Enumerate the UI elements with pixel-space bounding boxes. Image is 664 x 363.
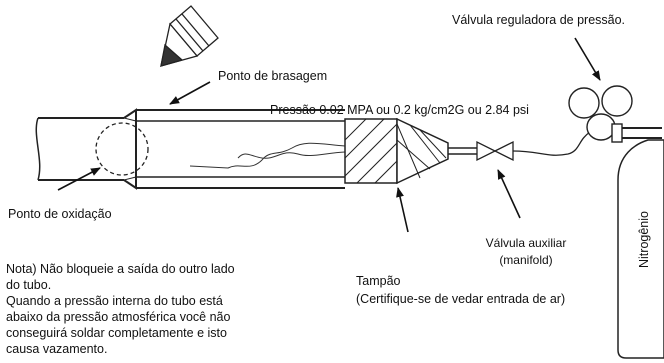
label-pressao: Pressão 0.02 MPA ou 0.2 kg/cm2G ou 2.84 …	[270, 103, 529, 117]
label-nitrogenio: Nitrogênio	[637, 211, 651, 268]
copper-pipe	[35, 108, 345, 190]
label-ponto-oxidacao: Ponto de oxidação	[8, 207, 112, 221]
note-line: Nota) Não bloqueie a saída do outro lado	[6, 262, 235, 276]
label-valvula-reguladora: Válvula reguladora de pressão.	[452, 13, 625, 27]
label-tampao: Tampão	[356, 274, 401, 288]
nitrogen-cylinder	[617, 139, 664, 359]
arrow-oxidacao	[57, 167, 101, 191]
note-line: abaixo da pressão atmosférica você não	[6, 310, 231, 324]
note-line: conseguirá soldar completamente e isto	[6, 326, 227, 340]
arrows	[57, 37, 601, 233]
arrow-valvula-auxiliar	[497, 169, 521, 219]
note-line: Quando a pressão interna do tubo está	[6, 294, 223, 308]
label-ponto-brasagem: Ponto de brasagem	[218, 69, 327, 83]
arrow-brasagem	[169, 81, 211, 105]
oxidation-point-circle	[95, 122, 149, 176]
label-certifique: (Certifique-se de vedar entrada de ar)	[356, 292, 565, 306]
gas-flow-lines	[189, 142, 346, 169]
pressure-regulator-icon	[568, 85, 662, 143]
arrow-tampao	[396, 187, 409, 233]
label-manifold: (manifold)	[499, 253, 552, 267]
label-valvula-auxiliar: Válvula auxiliar	[486, 236, 567, 250]
plug-tampao	[344, 117, 478, 185]
note-line: causa vazamento.	[6, 342, 108, 356]
note-block: Nota) Não bloqueie a saída do outro lado…	[6, 261, 306, 357]
pencil-icon	[160, 5, 219, 67]
auxiliary-valve-icon	[476, 140, 514, 162]
nitrogen-hose	[512, 131, 591, 156]
arrow-reguladora	[574, 37, 601, 81]
note-line: do tubo.	[6, 278, 52, 292]
plug-hatching	[344, 118, 447, 184]
